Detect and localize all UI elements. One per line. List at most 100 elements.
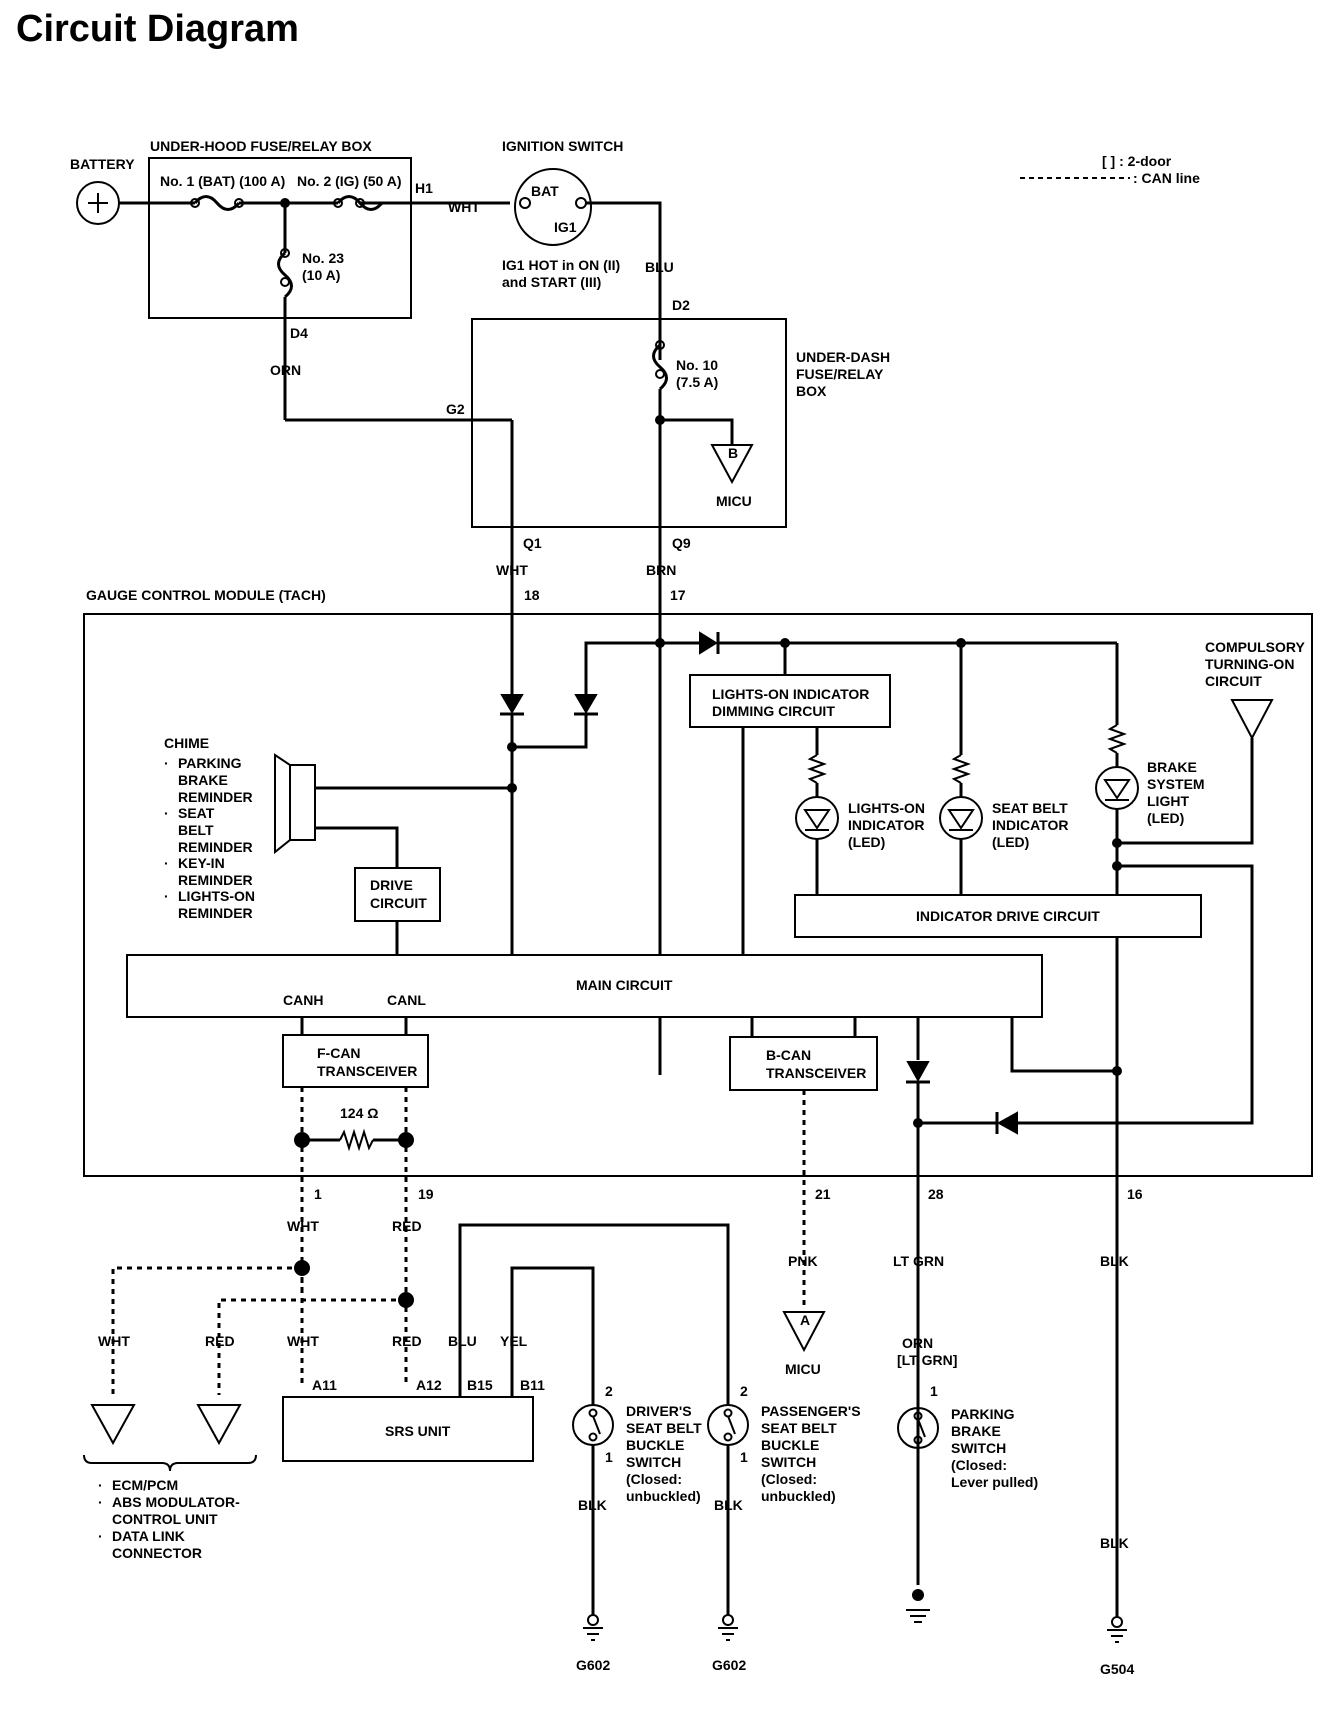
main-circuit-box xyxy=(126,954,1043,1018)
brake-led-icon xyxy=(1095,766,1139,810)
red3-label: RED xyxy=(392,1218,422,1234)
bat-label: BAT xyxy=(531,183,559,199)
lights-dim-box xyxy=(689,674,891,728)
a12-label: A12 xyxy=(416,1377,442,1393)
srs-label: SRS UNIT xyxy=(385,1423,451,1439)
g2-label: G2 xyxy=(446,401,465,417)
junction-dot xyxy=(1112,1066,1122,1076)
fuse1-label: No. 1 (BAT) (100 A) xyxy=(160,173,285,189)
ground-icon xyxy=(587,1614,599,1626)
ltgrn2-label: [LT GRN] xyxy=(897,1352,957,1368)
passenger-switch-icon xyxy=(707,1404,749,1446)
underhood-fuse-box: UNDER-HOOD FUSE/RELAY BOX No. 1 (BAT) (1… xyxy=(119,138,512,422)
pin17-label: 17 xyxy=(670,587,686,603)
brake-label-3: LIGHT xyxy=(1147,793,1189,809)
red5-label: RED xyxy=(392,1333,422,1349)
underhood-box-label: UNDER-HOOD FUSE/RELAY BOX xyxy=(150,138,372,154)
resistor-icon xyxy=(339,1128,374,1152)
resistor-icon xyxy=(1107,724,1127,754)
compulsory-connector xyxy=(1230,699,1274,741)
junction-dot xyxy=(507,742,517,752)
micu-connector-a xyxy=(782,1311,826,1353)
chime-4: LIGHTS-ON xyxy=(178,888,255,904)
seat-belt-led-triangle xyxy=(947,809,975,830)
wht5-label: WHT xyxy=(287,1333,319,1349)
chime-reminders: · PARKING BRAKE REMINDER · SEAT BELT REM… xyxy=(164,755,255,921)
srs-unit-box xyxy=(282,1396,534,1462)
lights-on-led-triangle xyxy=(803,809,831,830)
pb-label-2: BRAKE xyxy=(951,1423,1001,1439)
psb-label-1: PASSENGER'S xyxy=(761,1403,861,1419)
pin1-label: 1 xyxy=(314,1186,322,1202)
pin18-label: 18 xyxy=(524,587,540,603)
b11-label: B11 xyxy=(520,1377,545,1393)
fuse2-terminal-a xyxy=(333,198,343,208)
brake-label-2: SYSTEM xyxy=(1147,776,1205,792)
gcm-label: GAUGE CONTROL MODULE (TACH) xyxy=(86,587,326,603)
ecm-label-3: CONTROL UNIT xyxy=(112,1511,218,1527)
chime-2c: REMINDER xyxy=(178,839,253,855)
g602a-label: G602 xyxy=(576,1657,610,1673)
psb-pin2: 2 xyxy=(740,1383,748,1399)
chime-label: CHIME xyxy=(164,735,209,751)
ecm-label-5: CONNECTOR xyxy=(112,1545,202,1561)
red4-label: RED xyxy=(205,1333,235,1349)
driver-switch-lever xyxy=(592,1415,601,1435)
diode-icon xyxy=(500,694,524,714)
dsb-label-2: SEAT BELT xyxy=(626,1420,702,1436)
blk3-label: BLK xyxy=(714,1497,743,1513)
bat-terminal xyxy=(519,197,531,209)
diode-icon xyxy=(906,1061,930,1083)
q1-label: Q1 xyxy=(523,535,542,551)
parking-brake-switch-icon xyxy=(897,1407,939,1449)
chime-speaker-body xyxy=(289,764,316,841)
dsb-pin2: 2 xyxy=(605,1383,613,1399)
chime-bullet-2: · xyxy=(164,805,169,821)
fuse1-icon xyxy=(193,195,241,211)
dsb-pin1: 1 xyxy=(605,1449,613,1465)
dsb-label-5: (Closed: xyxy=(626,1471,682,1487)
can-branch-red xyxy=(217,1298,406,1395)
dsb-label-6: unbuckled) xyxy=(626,1488,701,1504)
chime-3: KEY-IN xyxy=(178,855,225,871)
fuse10-icon xyxy=(652,343,668,391)
wire-srs-yel xyxy=(510,1266,595,1405)
micu2-label: MICU xyxy=(785,1361,821,1377)
ltgrn-label: LT GRN xyxy=(893,1253,944,1269)
driver-switch-contact-top xyxy=(588,1408,598,1418)
wht1-label: WHT xyxy=(448,199,480,215)
wire-diode-join xyxy=(512,714,588,749)
page-title: Circuit Diagram xyxy=(16,8,299,50)
passenger-switch-contact-bottom xyxy=(723,1432,733,1442)
ecm-bullet-3: · xyxy=(98,1528,103,1544)
lights-on-led-icon xyxy=(795,796,839,840)
gcm-frame xyxy=(83,613,1313,1177)
seatbelt-label-2: INDICATOR xyxy=(992,817,1068,833)
underdash-label-1: UNDER-DASH xyxy=(796,349,890,365)
blk4-label: BLK xyxy=(1100,1535,1129,1551)
fcan-label-2: TRANSCEIVER xyxy=(317,1063,417,1079)
h1-label: H1 xyxy=(415,180,433,196)
underhood-box-frame xyxy=(148,157,412,319)
blu1-label: BLU xyxy=(645,259,674,275)
fuse1-terminal-a xyxy=(190,198,200,208)
chime-1: PARKING xyxy=(178,755,242,771)
wire-brake-return xyxy=(1017,864,1254,1125)
junction-dot xyxy=(912,1589,924,1601)
ecm-connector-2 xyxy=(196,1404,242,1446)
battery-label: BATTERY xyxy=(70,156,135,172)
ignition-switch: IGNITION SWITCH BAT IG1 IG1 HOT in ON (I… xyxy=(502,138,690,360)
d4-label: D4 xyxy=(290,325,308,341)
fuse10-label-b: (7.5 A) xyxy=(676,374,718,390)
drive-circuit-box xyxy=(354,867,441,922)
drive-label-2: CIRCUIT xyxy=(370,895,427,911)
b-label: B xyxy=(728,445,738,461)
brake-label-1: BRAKE xyxy=(1147,759,1197,775)
pb-label-3: SWITCH xyxy=(951,1440,1006,1456)
underdash-fuse-box: UNDER-DASH FUSE/RELAY BOX No. 10 (7.5 A)… xyxy=(471,318,890,1075)
chime-2b: BELT xyxy=(178,822,214,838)
pin28-label: 28 xyxy=(928,1186,944,1202)
pb-label-5: Lever pulled) xyxy=(951,1474,1038,1490)
pin16-label: 16 xyxy=(1127,1186,1143,1202)
fuse2-label: No. 2 (IG) (50 A) xyxy=(297,173,402,189)
